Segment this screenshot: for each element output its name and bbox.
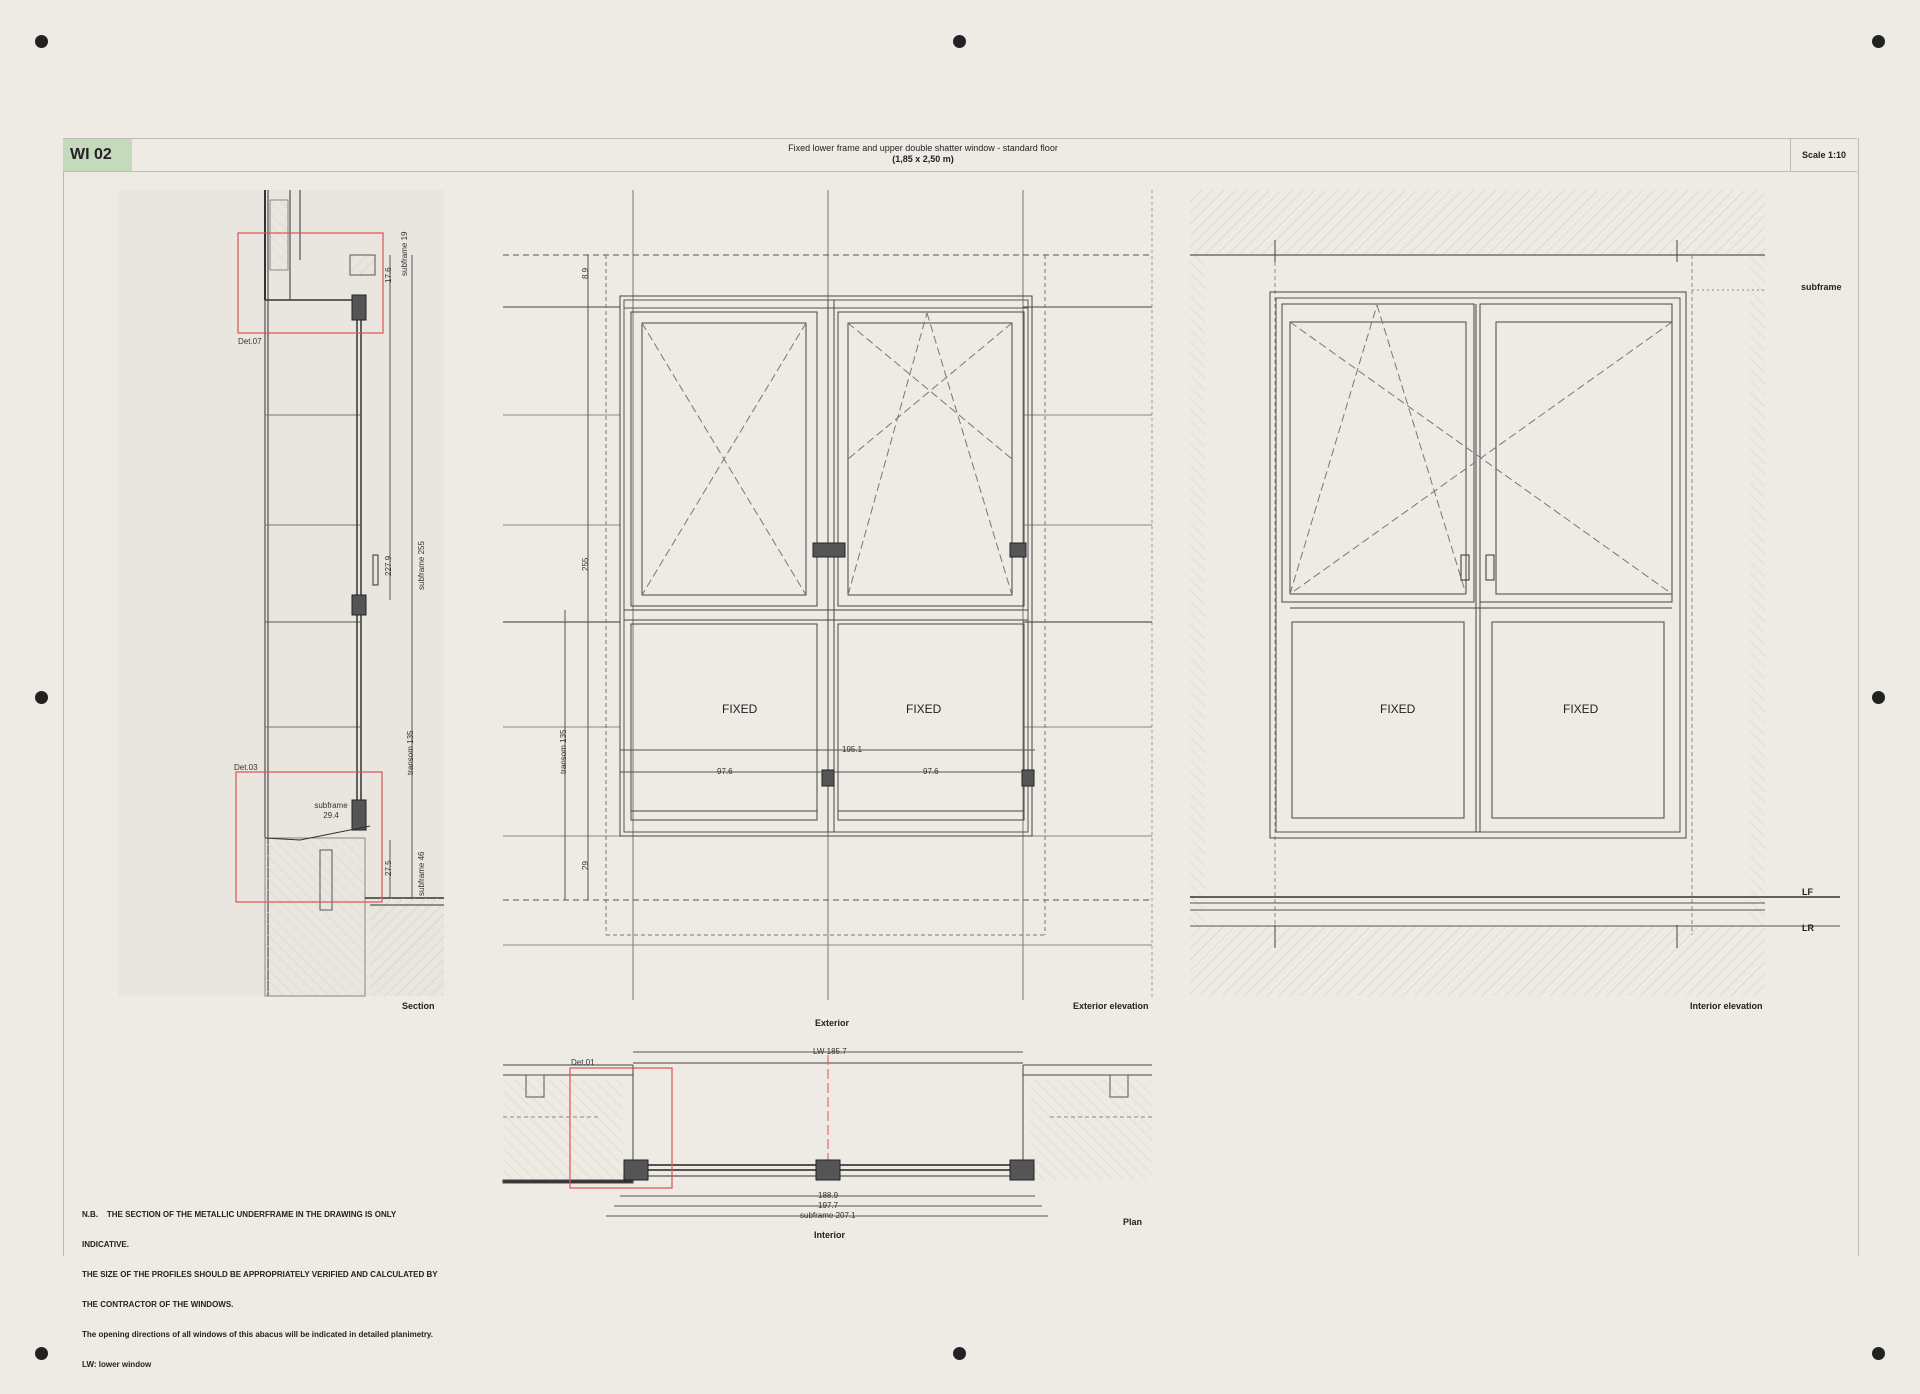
interior-elevation-view — [1190, 190, 1840, 996]
lf-level-label: LF — [1802, 887, 1813, 897]
registration-dot — [1872, 35, 1885, 48]
dim-ext-8-9: 8.9 — [581, 267, 590, 279]
registration-dot — [35, 35, 48, 48]
section-title: Section — [402, 1001, 435, 1011]
exterior-label: Exterior — [815, 1018, 850, 1028]
sheet-title-line2: (1,85 x 2,50 m) — [892, 154, 954, 164]
dim-section-17-6: 17.6 — [384, 267, 393, 283]
dim-ext-255: 255 — [581, 557, 590, 571]
dim-plan-subframe: subframe 207.1 — [800, 1211, 856, 1220]
registration-dot — [953, 1347, 966, 1360]
sheet-title: Fixed lower frame and upper double shatt… — [623, 143, 1223, 165]
detail-07-label: Det.07 — [238, 337, 262, 346]
int-fixed-left: FIXED — [1380, 702, 1416, 716]
note-line: LW: lower window — [82, 1360, 152, 1369]
interior-elevation-title: Interior elevation — [1690, 1001, 1763, 1011]
dim-section-transom-135: transom 135 — [406, 730, 415, 775]
dim-ext-195-1: 195.1 — [842, 745, 863, 754]
dim-ext-transom-135: transom 135 — [559, 729, 568, 774]
detail-01-label: Det.01 — [571, 1058, 595, 1067]
sheet-id: WI 02 — [63, 139, 132, 171]
registration-dot — [35, 691, 48, 704]
subframe-level-label: subframe — [1801, 282, 1842, 292]
dim-section-227-9: 227.9 — [384, 555, 393, 576]
dim-section-27-5: 27.5 — [384, 860, 393, 876]
note-line: N.B. THE SECTION OF THE METALLIC UNDERFR… — [82, 1210, 397, 1219]
plan-title: Plan — [1123, 1217, 1143, 1227]
dim-ext-29: 29 — [581, 861, 590, 870]
dim-ext-97-6-left: 97.6 — [717, 767, 733, 776]
note-line: The opening directions of all windows of… — [82, 1330, 434, 1339]
ext-fixed-left: FIXED — [722, 702, 758, 716]
title-block: WI 02 Fixed lower frame and upper double… — [63, 138, 1857, 172]
registration-dot — [953, 35, 966, 48]
note-line: THE SIZE OF THE PROFILES SHOULD BE APPRO… — [82, 1270, 438, 1279]
exterior-elevation-title: Exterior elevation — [1073, 1001, 1149, 1011]
interior-label: Interior — [814, 1230, 846, 1240]
registration-dot — [1872, 691, 1885, 704]
ext-fixed-right: FIXED — [906, 702, 942, 716]
registration-dot — [35, 1347, 48, 1360]
note-line: THE CONTRACTOR OF THE WINDOWS. — [82, 1300, 234, 1309]
int-fixed-right: FIXED — [1563, 702, 1599, 716]
lr-level-label: LR — [1802, 923, 1814, 933]
dim-section-subframe-top: subframe 19 — [400, 231, 409, 276]
drawing-notes: N.B. THE SECTION OF THE METALLIC UNDERFR… — [82, 1190, 438, 1380]
dim-section-subframe-29-4: subframe 29.4 — [314, 801, 348, 820]
dim-section-subframe-255: subframe 255 — [417, 541, 426, 590]
sheet-scale: Scale 1:10 — [1790, 139, 1857, 171]
plan-view — [502, 1051, 1152, 1217]
dim-plan-188-9: 188.9 — [818, 1191, 839, 1200]
registration-dot — [1872, 1347, 1885, 1360]
note-line: INDICATIVE. — [82, 1240, 129, 1249]
drawing-sheet — [63, 138, 1859, 1256]
dim-section-subframe-46: subframe 46 — [417, 851, 426, 896]
exterior-elevation-view — [503, 190, 1153, 1000]
dim-plan-197-7: 197.7 — [818, 1201, 839, 1210]
detail-03-label: Det.03 — [234, 763, 258, 772]
sheet-title-line1: Fixed lower frame and upper double shatt… — [788, 143, 1058, 153]
dim-ext-97-6-right: 97.6 — [923, 767, 939, 776]
section-view — [118, 190, 444, 997]
dim-plan-lw: LW 185.7 — [813, 1047, 847, 1056]
